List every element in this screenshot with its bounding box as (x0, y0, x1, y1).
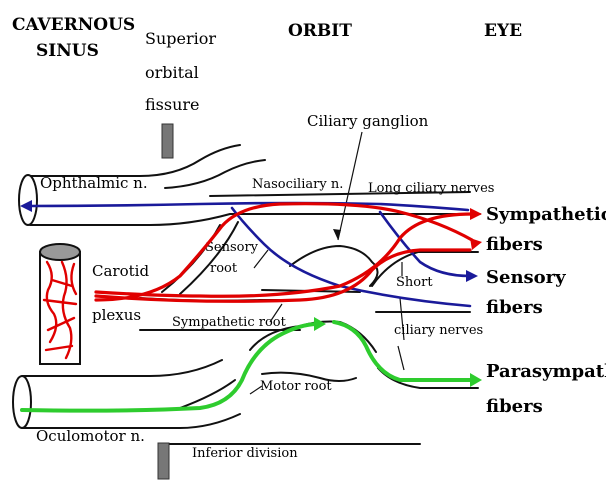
label-inferior-division: Inferior division (192, 446, 298, 461)
label-parasympathetic-fibers-1: Parasympathetic (486, 361, 606, 382)
label-sympathetic-root: Sympathetic root (172, 315, 287, 330)
carotid-lumen (40, 244, 80, 260)
ophthalmic-top-outline (30, 145, 240, 176)
header-cavernous: CAVERNOUS (12, 15, 135, 35)
label-sensory-fibers-1: Sensory (486, 267, 566, 288)
label-motor-root: Motor root (260, 379, 332, 394)
sympathetic-arrowhead-1 (470, 208, 482, 220)
label-sensory-root-1: Sensory (205, 240, 259, 255)
parasympathetic-arrowhead-ganglion (314, 317, 326, 331)
label-carotid: Carotid (92, 262, 149, 280)
sympathetic-arrowhead-2 (470, 238, 482, 250)
label-sympathetic-fibers-1: Sympathetic (486, 204, 606, 225)
header-fissure-1: Superior (145, 29, 216, 48)
fissure-bar-top (162, 124, 173, 158)
label-ciliary-ganglion: Ciliary ganglion (307, 112, 429, 130)
label-sympathetic-fibers-2: fibers (486, 234, 543, 255)
label-sensory-root-2: root (210, 261, 238, 276)
fissure-bar-bottom (158, 443, 169, 479)
label-short-ciliary: ciliary nerves (394, 323, 483, 338)
oculomotor-inner-line (180, 380, 235, 408)
header-orbit: ORBIT (288, 21, 352, 41)
header-fissure-2: orbital (145, 63, 199, 82)
ophthalmic-cut-end (19, 175, 37, 225)
pointer-short-ciliary-lower (398, 346, 404, 370)
sensory-root-upper-outline (180, 222, 238, 294)
label-short: Short (396, 275, 433, 290)
header-eye: EYE (484, 21, 522, 41)
ophthalmic-inner-line (165, 160, 265, 188)
header-fissure-3: fissure (145, 95, 200, 114)
parasympathetic-arrowhead-eye (470, 373, 482, 387)
oculomotor-bottom-outline (22, 414, 240, 428)
header-sinus: SINUS (36, 41, 99, 61)
label-long-ciliary: Long ciliary nerves (368, 181, 494, 196)
label-nasociliary: Nasociliary n. (252, 177, 343, 192)
label-ophthalmic: Ophthalmic n. (40, 174, 148, 192)
oculomotor-cut-end (13, 376, 31, 428)
label-oculomotor: Oculomotor n. (36, 427, 145, 445)
label-plexus: plexus (92, 306, 141, 324)
label-sensory-fibers-2: fibers (486, 297, 543, 318)
sensory-arrowhead-right (466, 270, 478, 282)
label-parasympathetic-fibers-2: fibers (486, 396, 543, 417)
